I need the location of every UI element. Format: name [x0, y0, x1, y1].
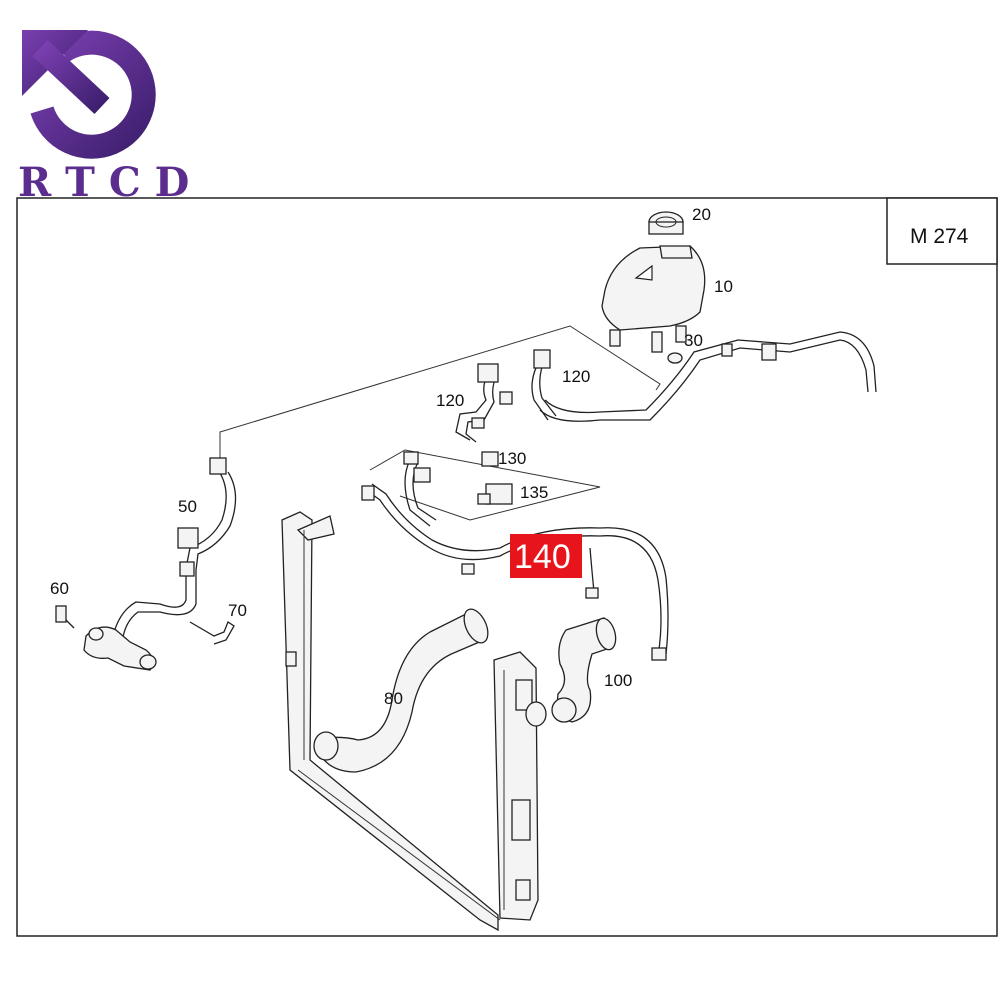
hose-bracket — [189, 621, 235, 645]
thermostat-housing — [83, 626, 157, 671]
part-label-70: 70 — [228, 601, 247, 620]
drain-plug — [55, 605, 75, 629]
highlight-label: 140 — [514, 538, 571, 576]
group-bracket-lines — [219, 325, 661, 521]
part-label-120-right: 120 — [562, 367, 590, 386]
radiator-hose-50 — [111, 457, 237, 645]
radiator-hose-80 — [313, 608, 489, 773]
part-label-100: 100 — [604, 671, 632, 690]
highlighted-part-140: 140 — [510, 534, 582, 578]
highlight-badge — [510, 534, 582, 578]
upper-coolant-hose — [531, 331, 877, 422]
part-label-135: 135 — [520, 483, 548, 502]
expansion-tank — [601, 245, 706, 353]
part-label-10: 10 — [714, 277, 733, 296]
connector-valve — [477, 483, 513, 505]
refresh-arrow-icon — [22, 30, 156, 159]
bypass-hose — [455, 363, 513, 443]
part-label-80: 80 — [384, 689, 403, 708]
level-sensor — [667, 352, 683, 364]
reservoir-cap — [648, 211, 684, 235]
part-label-20: 20 — [692, 205, 711, 224]
part-label-120-left: 120 — [436, 391, 464, 410]
part-label-60: 60 — [50, 579, 69, 598]
model-code: M 274 — [910, 225, 969, 248]
part-label-30: 30 — [684, 331, 703, 350]
diagram-frame — [16, 197, 998, 937]
hose-fitting — [481, 451, 499, 467]
model-box — [886, 197, 998, 265]
radiator-hose-100 — [525, 617, 617, 727]
logo-text: R T C D — [18, 159, 189, 206]
brand-logo: R T C D — [18, 30, 189, 206]
part-label-130: 130 — [498, 449, 526, 468]
part-label-50: 50 — [178, 497, 197, 516]
